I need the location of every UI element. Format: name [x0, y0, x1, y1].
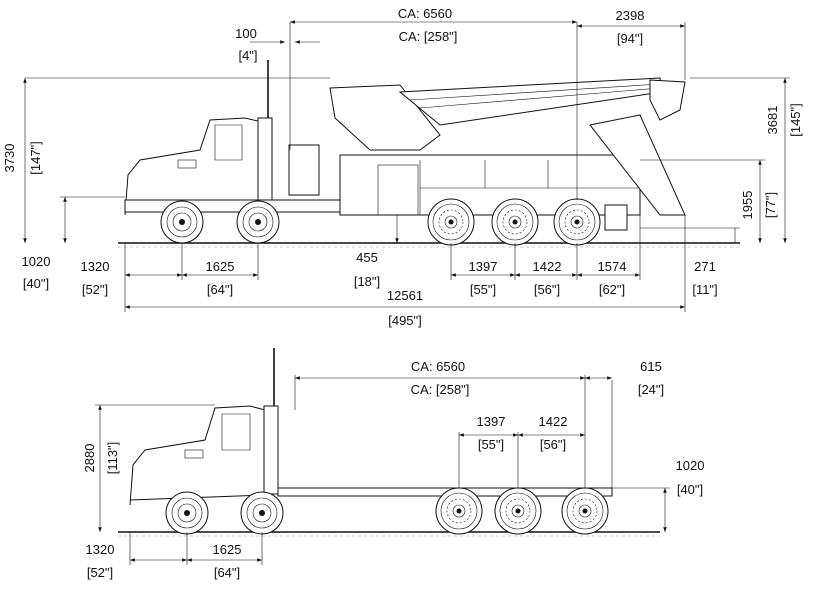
ca-mm-label: CA: 6560 — [411, 359, 465, 374]
dim-455-mm: 455 — [356, 250, 378, 265]
rear-axle-2-wheel — [494, 487, 542, 535]
dim-1955-in: [77"] — [763, 192, 778, 218]
dim-1320-mm: 1320 — [81, 259, 110, 274]
dimension-lines — [23, 20, 790, 312]
cab-chassis-truck — [129, 348, 613, 506]
dim-1020-in: [40"] — [677, 482, 703, 497]
rear-axle-1-wheel — [427, 198, 475, 246]
dim-1625-in: [64"] — [207, 282, 233, 297]
wrecker-truck — [124, 60, 686, 231]
ca-mm-label: CA: 6560 — [398, 6, 452, 21]
dim-455-in: [18"] — [354, 274, 380, 289]
front-axle-2-wheel — [236, 200, 280, 244]
dim-1020-mm: 1020 — [22, 254, 51, 269]
dim-100-mm: 100 — [235, 26, 257, 41]
dim-1955-mm: 1955 — [740, 191, 755, 220]
dim-2880-in: [113"] — [105, 442, 120, 475]
dim-1422-mm: 1422 — [539, 414, 568, 429]
dim-1397-in: [55"] — [470, 282, 496, 297]
dim-3730-mm: 3730 — [2, 144, 17, 173]
dim-1020-in: [40"] — [23, 276, 49, 291]
dimension-lines — [95, 375, 670, 565]
dim-1320-mm: 1320 — [86, 542, 115, 557]
dim-1320-in: [52"] — [82, 282, 108, 297]
dim-1320-in: [52"] — [87, 565, 113, 580]
dim-2880-mm: 2880 — [82, 444, 97, 473]
dim-12561-mm: 12561 — [387, 288, 423, 303]
dim-1574-in: [62"] — [599, 282, 625, 297]
front-axle-1-wheel — [160, 200, 204, 244]
dim-271-mm: 271 — [694, 259, 716, 274]
dim-271-in: [11"] — [692, 282, 717, 297]
dim-1422-in: [56"] — [534, 282, 560, 297]
dim-615-in: [24"] — [638, 382, 664, 397]
front-axle-1-wheel — [165, 491, 209, 535]
dim-3730-in: [147"] — [28, 141, 43, 175]
dim-1397-in: [55"] — [478, 437, 504, 452]
dim-1574-mm: 1574 — [598, 259, 627, 274]
dim-1625-mm: 1625 — [206, 259, 235, 274]
dim-3681-in: [145"] — [788, 103, 803, 137]
rear-axle-3-wheel — [553, 198, 601, 246]
dim-2398-in: [94"] — [617, 31, 643, 46]
dim-1422-in: [56"] — [540, 437, 566, 452]
ca-in-label: CA: [258"] — [399, 29, 458, 44]
dim-1020-mm: 1020 — [676, 458, 705, 473]
dim-615-mm: 615 — [640, 359, 662, 374]
dim-1625-mm: 1625 — [213, 542, 242, 557]
ca-in-label: CA: [258"] — [411, 382, 470, 397]
front-axle-2-wheel — [240, 491, 284, 535]
bottom-view: CA: 6560 CA: [258"] 615 [24"] 1397 [55"]… — [82, 348, 704, 580]
dim-100-in: [4"] — [238, 48, 257, 63]
dim-2398-mm: 2398 — [616, 8, 645, 23]
rear-axle-3-wheel — [561, 487, 609, 535]
dim-12561-in: [495"] — [388, 313, 422, 328]
dim-1625-in: [64"] — [214, 565, 240, 580]
dim-1422-mm: 1422 — [533, 259, 562, 274]
top-view: CA: 6560 CA: [258"] 100 [4"] 2398 [94"] … — [2, 6, 803, 328]
rear-axle-2-wheel — [491, 198, 539, 246]
dim-3681-mm: 3681 — [765, 106, 780, 135]
dim-1397-mm: 1397 — [469, 259, 498, 274]
dim-1397-mm: 1397 — [477, 414, 506, 429]
rear-axle-1-wheel — [435, 487, 483, 535]
